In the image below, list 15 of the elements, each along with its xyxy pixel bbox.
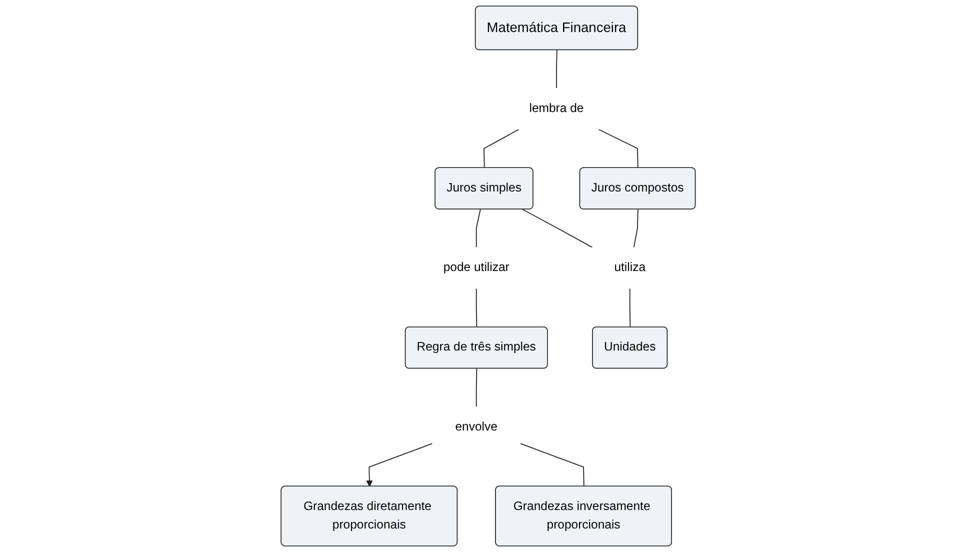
connector <box>522 208 593 248</box>
connector <box>484 128 520 169</box>
node-text: utiliza <box>614 261 646 274</box>
node-text: pode utilizar <box>444 261 510 274</box>
node-text: lembra de <box>530 102 584 115</box>
node-text: envolve <box>456 420 498 434</box>
connector <box>476 288 478 328</box>
connector <box>634 208 639 248</box>
connector <box>520 443 585 487</box>
arrow <box>366 443 434 487</box>
connector <box>630 288 631 328</box>
connector <box>598 128 639 169</box>
connector <box>556 50 558 88</box>
connector <box>476 368 478 407</box>
connector <box>476 208 482 248</box>
